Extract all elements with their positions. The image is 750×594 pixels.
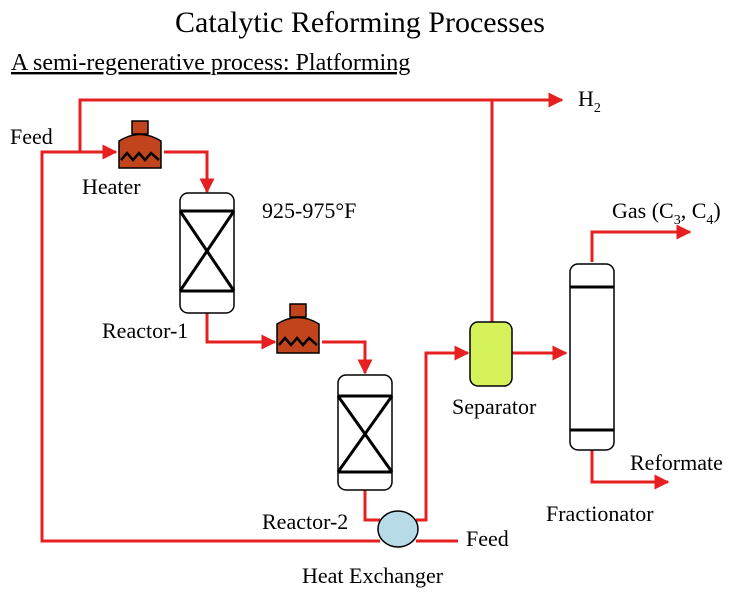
reactor-2-vessel — [336, 374, 394, 491]
reactor-1-vessel — [178, 192, 236, 314]
heat-exchanger-label: Heat Exchanger — [302, 563, 444, 588]
fractionator-label: Fractionator — [546, 501, 654, 526]
feed-in-label: Feed — [10, 124, 53, 149]
reactor1-to-heater2-line — [205, 313, 277, 350]
temperature-label: 925-975°F — [262, 198, 356, 223]
heater-label: Heater — [82, 174, 141, 199]
gas-label: Gas (C3, C4) — [612, 198, 721, 228]
h2-label: H2 — [578, 86, 601, 116]
gas-outlet-line — [590, 224, 692, 262]
heater-1-icon — [118, 120, 162, 169]
page-title: Catalytic Reforming Processes — [175, 6, 545, 39]
separator-vessel — [469, 321, 513, 387]
fractionator-column — [569, 263, 615, 451]
reformate-label: Reformate — [630, 450, 723, 475]
feed-line — [40, 144, 380, 543]
reactor-1-label: Reactor-1 — [102, 318, 188, 343]
h2-recycle-line — [78, 92, 564, 152]
feed-out-label: Feed — [466, 526, 509, 551]
heater1-to-reactor1-line — [164, 150, 215, 194]
exchanger-to-separator-line — [416, 345, 470, 522]
page-subtitle: A semi-regenerative process: Platforming — [11, 50, 410, 76]
heater2-to-reactor2-line — [322, 340, 373, 375]
heat-exchanger-icon — [377, 510, 419, 548]
reactor2-to-exchanger-line — [363, 490, 380, 522]
heater-2-icon — [276, 303, 320, 354]
separator-label: Separator — [452, 394, 537, 419]
reformate-outlet-line — [590, 450, 670, 490]
reactor-2-label: Reactor-2 — [262, 509, 348, 534]
